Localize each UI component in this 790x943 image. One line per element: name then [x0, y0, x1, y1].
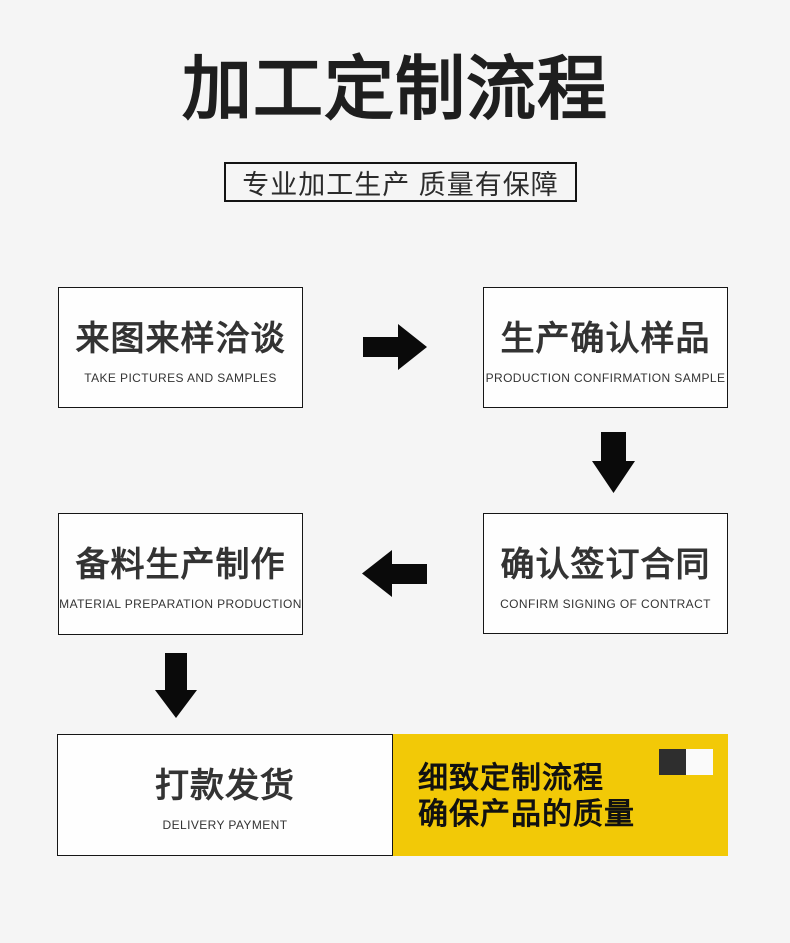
step-box-negotiation: 来图来样洽谈 TAKE PICTURES AND SAMPLES [58, 287, 303, 408]
step-title-zh: 生产确认样品 [500, 319, 711, 358]
step-title-zh: 打款发货 [155, 767, 295, 805]
step-title-zh: 备料生产制作 [75, 546, 286, 584]
step-subtitle-en: CONFIRM SIGNING OF CONTRACT [500, 596, 711, 611]
subtitle-banner: 专业加工生产 质量有保障 [224, 162, 577, 202]
deco-square-light [686, 749, 713, 775]
step-box-delivery-payment: 打款发货 DELIVERY PAYMENT [57, 734, 393, 856]
highlight-line-1: 细致定制流程 [418, 762, 604, 795]
arrow-down-icon [155, 653, 197, 718]
highlight-line-2: 确保产品的质量 [418, 798, 635, 831]
step-subtitle-en: TAKE PICTURES AND SAMPLES [84, 370, 277, 385]
step-title-zh: 来图来样洽谈 [75, 319, 286, 358]
step-box-material-production: 备料生产制作 MATERIAL PREPARATION PRODUCTION [58, 513, 303, 635]
step-subtitle-en: DELIVERY PAYMENT [162, 818, 288, 832]
arrow-right-icon [363, 324, 427, 370]
step-subtitle-en: MATERIAL PREPARATION PRODUCTION [59, 597, 302, 611]
step-box-sample-confirmation: 生产确认样品 PRODUCTION CONFIRMATION SAMPLE [483, 287, 728, 408]
deco-square-dark [659, 749, 686, 775]
page-title: 加工定制流程 [182, 50, 608, 128]
corner-decoration [659, 749, 713, 775]
step-box-contract-signing: 确认签订合同 CONFIRM SIGNING OF CONTRACT [483, 513, 728, 634]
step-title-zh: 确认签订合同 [500, 545, 711, 584]
arrow-down-icon [592, 432, 635, 493]
step-subtitle-en: PRODUCTION CONFIRMATION SAMPLE [485, 370, 726, 385]
subtitle-text: 专业加工生产 质量有保障 [242, 169, 559, 200]
arrow-left-icon [362, 550, 427, 597]
highlight-panel: 细致定制流程 确保产品的质量 [393, 734, 728, 856]
